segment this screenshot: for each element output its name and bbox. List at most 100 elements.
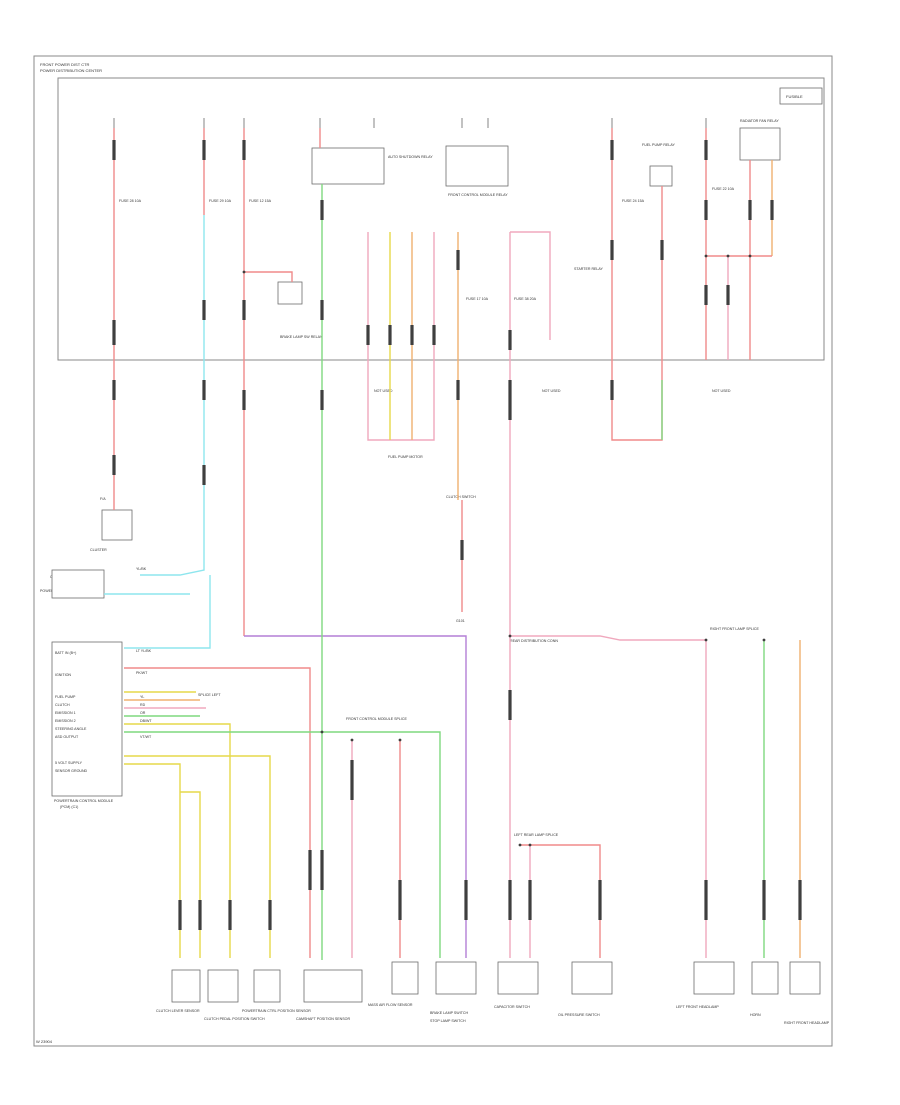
wire-7	[244, 635, 467, 958]
fuse-label-2: FUSE 29 10A	[209, 199, 232, 203]
clutch-lever-sensor-box	[171, 969, 201, 1003]
pcm-pin-3: FUEL PUMP	[55, 695, 76, 699]
pcm-pin-9: 5 VOLT SUPPLY	[55, 761, 83, 765]
wire-code-mark	[320, 200, 324, 220]
splice-dot	[508, 634, 512, 638]
fuse-tag-label: F/A	[100, 497, 106, 501]
pcm-pin-list: BATT IN (B+) IGNITION FUEL PUMP CLUTCH E…	[55, 651, 88, 773]
splice-dot	[518, 843, 522, 847]
wire-25	[510, 635, 706, 641]
wire-3	[140, 215, 205, 576]
right-splice-label: RIGHT FRONT LAMP SPLICE	[710, 627, 760, 631]
powertrain-sensor-box	[253, 969, 281, 1003]
wire-code-5: RD	[140, 703, 146, 707]
splice-mid-label: SPLICE LEFT	[198, 693, 221, 697]
wire-36	[124, 723, 231, 958]
fcm-relay-box	[445, 145, 509, 187]
wire-code-mark	[770, 200, 774, 220]
wire-code-mark	[366, 325, 370, 345]
wire-code-mark	[350, 760, 354, 800]
pcm-pin-4: CLUTCH	[55, 703, 70, 707]
wire-code-mark	[704, 200, 708, 220]
pdc-box	[57, 77, 825, 361]
wire-code-mark	[268, 900, 272, 930]
pcm-pin-7: STEERING ANGLE	[55, 727, 87, 731]
wire-code-7: DB/WT	[140, 719, 152, 723]
wire-11	[367, 232, 435, 441]
diagram-border	[33, 55, 833, 1047]
rf-headlamp-box	[789, 961, 821, 995]
wire-37	[124, 731, 441, 958]
wire-code-mark	[202, 465, 206, 485]
header-line2: POWER DISTRIBUTION CENTER	[40, 68, 102, 73]
wire-code-mark	[320, 850, 324, 890]
camshaft-sensor-box	[303, 969, 363, 1003]
fuse-label-4: FUSE 17 10A	[466, 297, 489, 301]
wire-code-mark	[202, 140, 206, 160]
pcm-box	[51, 641, 123, 797]
wire-code-mark	[242, 300, 246, 320]
lf-headlamp-box	[693, 961, 735, 995]
wire-code-mark	[704, 140, 708, 160]
component-c7: STOP LAMP SWITCH	[430, 1019, 466, 1023]
fuse-label-1: FUSE 28 10A	[119, 199, 142, 203]
header-line1: FRONT POWER DIST CTR	[40, 62, 90, 67]
asd-relay-label: AUTO SHUTDOWN RELAY	[388, 155, 433, 159]
wire-code-4: YL	[140, 695, 144, 699]
wire-code-mark	[660, 240, 664, 260]
oil-pressure-switch-box	[571, 961, 613, 995]
wire-code-8: VT/WT	[140, 735, 152, 739]
cluster-label: CLUSTER	[90, 548, 107, 552]
component-c9: OIL PRESSURE SWITCH	[558, 1013, 600, 1017]
wire-code-mark	[528, 880, 532, 920]
wire-code-mark	[508, 690, 512, 720]
component-c4: CAMSHAFT POSITION SENSOR	[296, 1017, 350, 1021]
wire-code-mark	[410, 325, 414, 345]
wire-code-mark	[242, 140, 246, 160]
pcm-pin-10: SENSOR GROUND	[55, 769, 88, 773]
fuel-pump-relay-box	[649, 165, 673, 187]
wire-code-labels: YL/BK LT YL/BK PK/WT YL RD OR DB/WT VT/W…	[136, 567, 152, 739]
component-c11: HORN	[750, 1013, 761, 1017]
fuse-label-6: FUSE 24 15A	[622, 199, 645, 203]
wire-code-mark	[198, 900, 202, 930]
pcm-head: POWERTRAIN CONTROL MODULE	[54, 799, 114, 803]
starter-relay-label: STARTER RELAY	[574, 267, 604, 271]
wire-code-mark	[320, 390, 324, 410]
wire-code-mark	[432, 325, 436, 345]
wire-code-mark	[508, 380, 512, 420]
wire-code-mark	[228, 900, 232, 930]
pcm-pin-6: EMISSION 2	[55, 719, 76, 723]
fuel-pump-motor-label: FUEL PUMP MOTOR	[388, 455, 423, 459]
clutch-switch-label: CLUTCH SWITCH	[446, 495, 476, 499]
wire-39	[124, 763, 181, 958]
splice-dot	[704, 638, 708, 642]
wire-code-mark	[748, 200, 752, 220]
wire-code-mark	[178, 900, 182, 930]
radiator-fan-relay-box	[739, 127, 781, 161]
wire-code-mark	[598, 880, 602, 920]
wire-code-2: LT YL/BK	[136, 649, 152, 653]
splice-dot	[704, 254, 708, 258]
wire-code-mark	[508, 880, 512, 920]
clutch-pedal-switch-box	[207, 969, 239, 1003]
bottom-left-code: W 23904	[36, 1039, 53, 1044]
wire-code-mark	[610, 380, 614, 400]
brake-lamp-switch-box	[435, 961, 477, 995]
left-splice-label: LEFT REAR LAMP SPLICE	[514, 833, 559, 837]
wire-code-3: PK/WT	[136, 671, 148, 675]
splice-dot	[528, 843, 532, 847]
wire-code-mark	[704, 880, 708, 920]
splice-dot	[242, 270, 246, 274]
splice-dot	[726, 254, 730, 258]
pcm-foot-label: (PCM) (C1)	[60, 805, 78, 809]
splice-dot	[320, 730, 324, 734]
wire-code-mark	[242, 390, 246, 410]
component-c3: POWERTRAIN CTRL POSITION SENSOR	[242, 1009, 311, 1013]
not-used-c: NOT USED	[712, 389, 731, 393]
component-c10: LEFT FRONT HEADLAMP	[676, 1005, 719, 1009]
fcm-splice-label: FRONT CONTROL MODULE SPLICE	[346, 717, 408, 721]
splice-dot	[748, 254, 752, 258]
